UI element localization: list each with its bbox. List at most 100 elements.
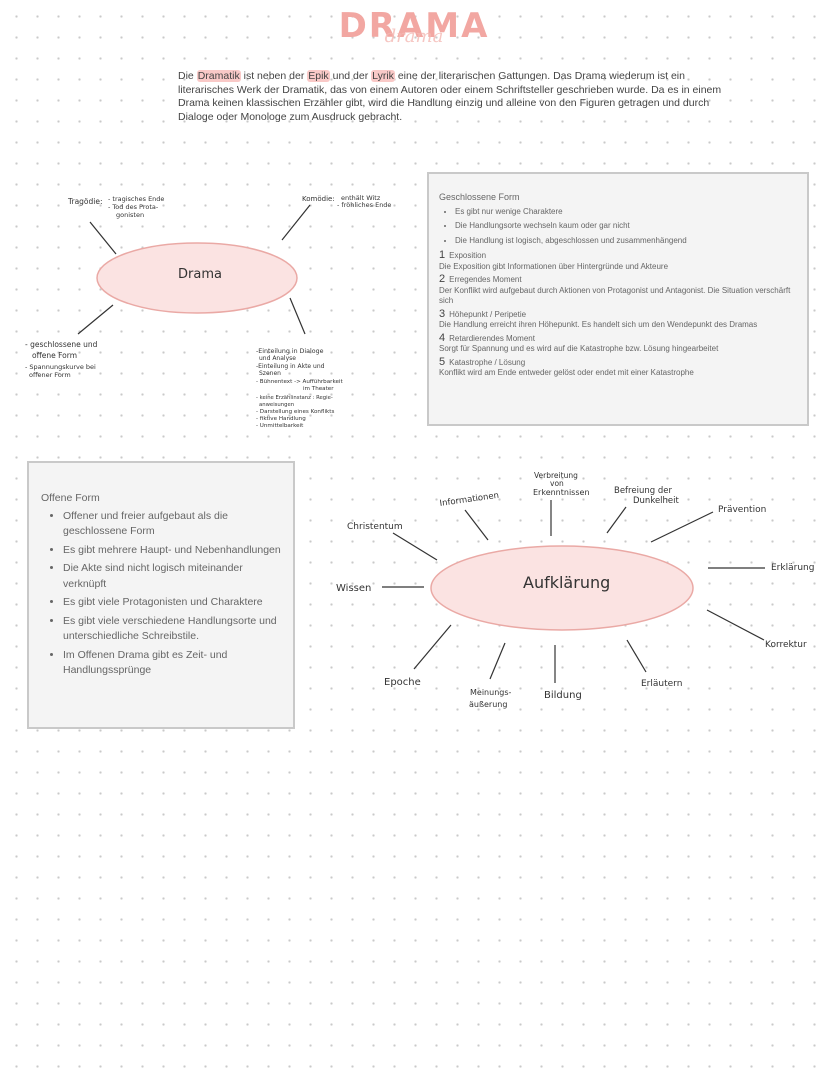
komoedie-note: - fröhliches Ende — [337, 201, 391, 209]
step-name: Erregendes Moment — [449, 275, 522, 284]
korrektur-label: Korrektur — [765, 640, 807, 650]
aufbau-note: - keine Erzählinstanz : Regie- — [256, 395, 333, 401]
list-item: Es gibt mehrere Haupt- und Nebenhandlung… — [63, 543, 281, 559]
befreiung-label: Dunkelheit — [633, 496, 680, 506]
connector-line — [392, 532, 438, 561]
aufbau-note: im Theater — [303, 386, 334, 392]
drama-center-label: Drama — [178, 267, 222, 282]
wissen-label: Wissen — [336, 583, 371, 594]
christentum-label: Christentum — [347, 522, 403, 532]
list-item: Es gibt nur wenige Charaktere — [455, 207, 797, 218]
drama-mindmap — [77, 204, 311, 335]
connector-line — [281, 204, 311, 241]
intro-text: eine der literarischen Gattungen. Das Dr… — [178, 70, 722, 123]
connector-line — [413, 624, 452, 670]
aufbau-note: - fiktive Handlung — [256, 416, 306, 422]
meinung-label: äußerung — [469, 700, 507, 709]
closed-form-box: Geschlossene Form Es gibt nur wenige Cha… — [427, 172, 809, 426]
tragoedie-note: - Tod des Prota- — [108, 203, 159, 211]
step-number: 2 — [439, 273, 446, 285]
step-text: Die Handlung erreicht ihren Höhepunkt. E… — [439, 320, 758, 329]
step-name: Exposition — [449, 251, 487, 260]
aufklaerung-center-label: Aufklärung — [523, 573, 610, 592]
list-item: Im Offenen Drama gibt es Zeit- und Handl… — [63, 648, 281, 679]
step-number: 1 — [439, 249, 446, 261]
open-form-box: Offene Form Offener und freier aufgebaut… — [27, 461, 295, 729]
intro-text: Die — [178, 70, 197, 82]
list-item: Die Handlung ist logisch, abgeschlossen … — [455, 236, 797, 247]
list-item: Offener und freier aufgebaut als die ges… — [63, 509, 281, 540]
connector-line — [77, 304, 114, 335]
aufbau-note: - Bühnentext -> Aufführbarkeit — [256, 379, 343, 385]
connector-line — [706, 609, 765, 641]
step-number: 5 — [439, 355, 446, 368]
closed-form-title: Geschlossene Form — [439, 192, 520, 202]
komoedie-note: enthält Witz — [341, 194, 381, 202]
connector-line — [650, 511, 714, 543]
step-number: 4 — [439, 331, 446, 344]
intro-text: ist neben der — [240, 70, 308, 82]
intro-text: und der — [329, 70, 372, 82]
formen-note: - geschlossene und — [25, 340, 98, 349]
aufbau-note: - Darstellung eines Konflikts — [256, 409, 334, 415]
step-text: Konflikt wird am Ende entweder gelöst od… — [439, 368, 694, 377]
aufbau-note: - Unmittelbarkeit — [256, 423, 304, 429]
tragoedie-label: Tragödie: — [67, 197, 103, 206]
connector-line — [289, 297, 306, 335]
informationen-label: Informationen — [439, 491, 500, 509]
list-item: Es gibt viele Protagonisten und Charakte… — [63, 595, 281, 611]
erlaeutern-label: Erläutern — [641, 679, 682, 689]
connector-line — [606, 506, 627, 534]
erklaerung-label: Erklärung — [771, 563, 814, 573]
verbreitung-label: Verbreitung — [534, 471, 578, 480]
befreiung-label: Befreiung der — [614, 486, 672, 496]
komoedie-label: Komödie: — [302, 195, 335, 203]
formen-note: - Spannungskurve bei — [25, 363, 96, 371]
aufbau-note: -Einteilung in Dialoge — [256, 348, 324, 355]
verbreitung-label: von — [550, 479, 564, 488]
aufbau-notes: -Einteilung in Dialoge und Analyse -Eint… — [256, 348, 343, 429]
praevention-label: Prävention — [718, 505, 766, 515]
step-name: Retardierendes Moment — [449, 333, 535, 343]
page-title-script: drama — [384, 26, 444, 47]
step-text: Der Konflikt wird aufgebaut durch Aktion… — [439, 285, 791, 306]
connector-line — [464, 509, 489, 541]
connector-line — [489, 642, 506, 680]
step-text: Die Exposition gibt Informationen über H… — [439, 261, 669, 271]
aufklaerung-mindmap — [382, 500, 765, 683]
verbreitung-label: Erkenntnissen — [533, 488, 590, 497]
epoche-label: Epoche — [384, 677, 421, 688]
aufbau-note: -Einteilung in Akte und — [256, 363, 325, 370]
formen-note: offener Form — [29, 371, 71, 379]
page-title: DRAMA — [338, 6, 490, 46]
step-text: Sorgt für Spannung und es wird auf die K… — [439, 344, 719, 353]
aufbau-note: anweisungen — [259, 402, 294, 408]
highlight-lyrik: Lyrik — [371, 70, 395, 82]
list-item: Die Akte sind nicht logisch miteinander … — [63, 561, 281, 592]
bildung-label: Bildung — [544, 690, 582, 701]
meinung-label: Meinungs- — [470, 688, 512, 697]
step-number: 3 — [439, 307, 446, 320]
aufklaerung-center-ellipse — [430, 545, 694, 631]
tragoedie-note: - tragisches Ende — [108, 195, 164, 203]
aufbau-note: Szenen — [259, 370, 281, 377]
drama-center-ellipse — [96, 242, 298, 314]
intro-paragraph: Die Dramatik ist neben der Epik und der … — [178, 70, 738, 124]
step-name: Katastrophe / Lösung — [449, 357, 526, 367]
open-form-title: Offene Form — [41, 492, 100, 504]
list-item: Es gibt viele verschiedene Handlungsorte… — [63, 614, 281, 645]
highlight-epik: Epik — [307, 70, 330, 82]
connector-line — [89, 221, 117, 255]
aufbau-note: und Analyse — [259, 355, 296, 362]
formen-note: offene Form — [32, 351, 77, 360]
list-item: Die Handlungsorte wechseln kaum oder gar… — [455, 221, 797, 232]
connector-line — [626, 639, 647, 673]
tragoedie-note: gonisten — [116, 211, 144, 219]
highlight-dramatik: Dramatik — [196, 70, 241, 82]
